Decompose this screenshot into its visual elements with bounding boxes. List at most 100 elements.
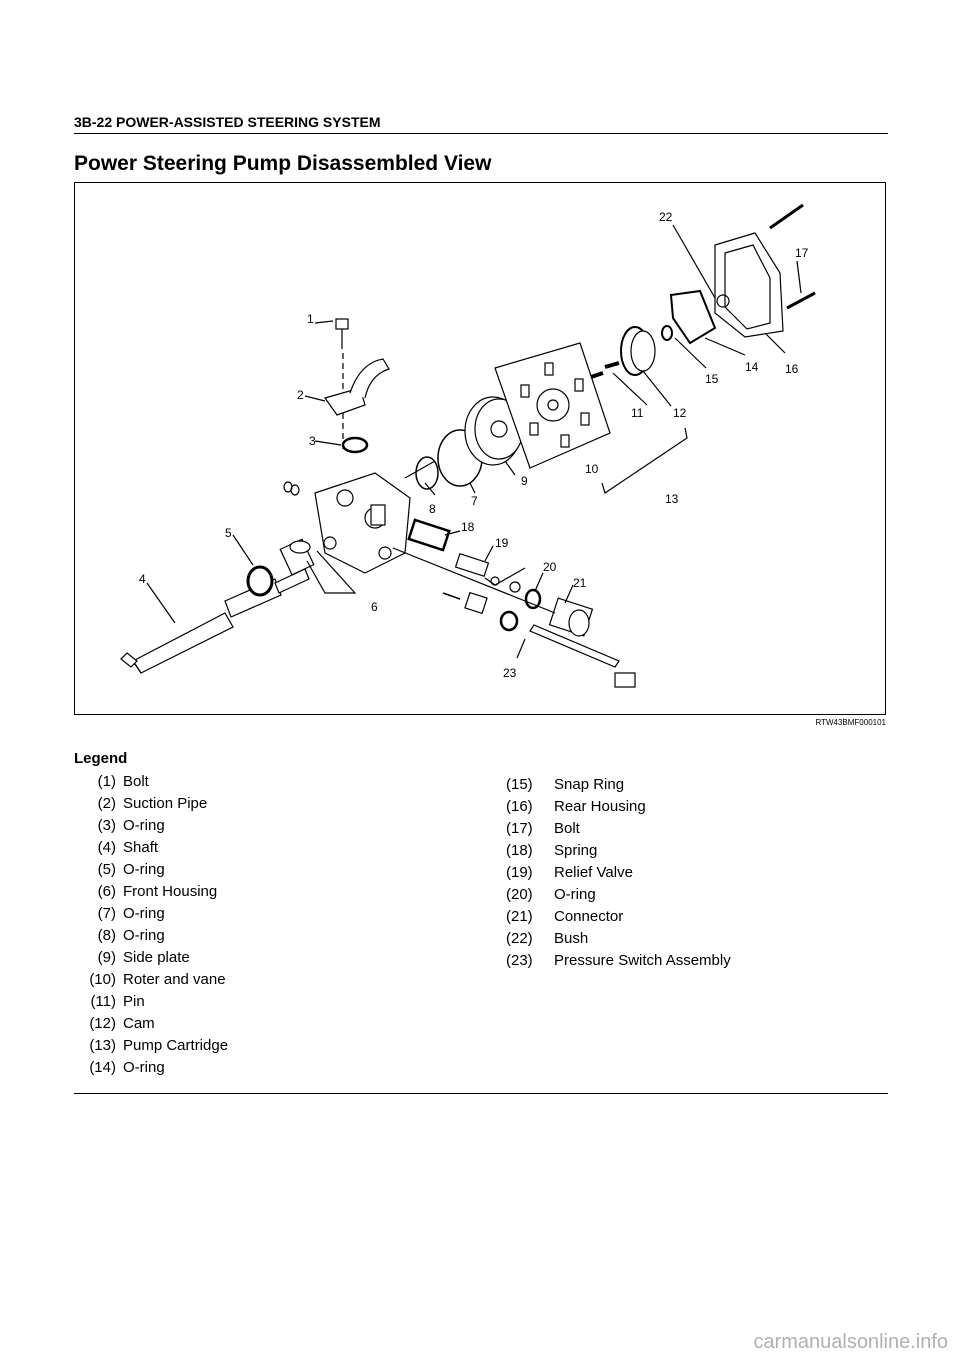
footer-divider <box>74 1093 888 1094</box>
watermark: carmanualsonline.info <box>753 1331 948 1353</box>
legend-item: (5) O-ring <box>74 859 324 881</box>
legend-item-number: (22) <box>506 930 533 947</box>
pin-part <box>604 361 620 369</box>
legend-item-number: (21) <box>506 908 533 925</box>
legend-item-number: (2) <box>97 795 116 812</box>
legend-item: (7)O-ring <box>74 903 324 925</box>
callout-8: 8 <box>429 502 436 516</box>
legend-item: (4) Shaft <box>74 837 324 859</box>
legend-item-number: (7) <box>97 905 116 922</box>
bolt-1-part <box>335 318 349 349</box>
shaft-part <box>120 568 310 674</box>
callout-5: 5 <box>225 526 232 540</box>
oring-8-part <box>415 456 439 490</box>
legend-item: (14) O-ring <box>74 1057 324 1079</box>
legend-item-label: O-ring <box>554 886 596 903</box>
header-divider <box>74 133 888 134</box>
callout-12: 12 <box>673 406 687 420</box>
oring-14-part <box>669 289 717 345</box>
callout-20: 20 <box>543 560 557 574</box>
callout-7: 7 <box>471 494 478 508</box>
cam-part <box>620 326 656 376</box>
legend-item-number: (23) <box>506 952 533 969</box>
callout-21: 21 <box>573 576 587 590</box>
figure-code: RTW43BMF000101 <box>815 718 886 727</box>
legend-item: (17)Bolt <box>506 818 846 840</box>
legend-item-label: O-ring <box>123 861 165 878</box>
callout-1: 1 <box>307 312 314 326</box>
legend-item-number: (20) <box>506 886 533 903</box>
legend-item: (13)Pump Cartridge <box>74 1035 324 1057</box>
suction-pipe-part <box>324 358 390 416</box>
legend-item: (21)Connector <box>506 906 846 928</box>
rear-housing-part <box>714 232 784 338</box>
snap-ring-part <box>661 325 673 341</box>
legend-item-label: O-ring <box>123 1059 165 1076</box>
legend-item-number: (12) <box>89 1015 116 1032</box>
legend-item-label: Pressure Switch Assembly <box>554 952 731 969</box>
legend-item: (12)Cam <box>74 1013 324 1035</box>
legend-item: (6) Front Housing <box>74 881 324 903</box>
legend-item: (15) Snap Ring <box>506 774 846 796</box>
callout-10: 10 <box>585 462 599 476</box>
dowel-part <box>290 484 300 496</box>
callout-17: 17 <box>795 246 809 260</box>
rotor-vane-part <box>494 342 611 469</box>
callout-23: 23 <box>503 666 517 680</box>
bolt-17-part <box>769 203 816 310</box>
legend-item-label: Rear Housing <box>554 798 646 815</box>
legend-item-number: (9) <box>97 949 116 966</box>
legend-item-number: (1) <box>97 773 116 790</box>
oring-20-part <box>524 588 542 610</box>
legend-item-number: (18) <box>506 842 533 859</box>
legend-title: Legend <box>74 750 128 767</box>
callout-9: 9 <box>521 474 528 488</box>
front-housing-part <box>314 472 411 574</box>
legend-item-number: (6) <box>97 883 116 900</box>
legend-right-column: (15)Snap Ring(16)Rear Housing(17)Bolt(18… <box>506 774 846 972</box>
legend-item-label: Relief Valve <box>554 864 633 881</box>
legend-item-label: Bush <box>554 930 589 947</box>
legend-item: (1) Bolt <box>74 771 324 793</box>
legend-item: (18) Spring <box>506 840 846 862</box>
legend-item-number: (17) <box>506 820 533 837</box>
legend-item-number: (5) <box>97 861 116 878</box>
legend-item-label: Front Housing <box>123 883 218 900</box>
connector-part <box>548 597 594 637</box>
relief-valve-part <box>454 552 521 593</box>
legend-item-number: (4) <box>97 839 116 856</box>
legend-item-number: (14) <box>89 1059 116 1076</box>
section-header: 3B-22 POWER-ASSISTED STEERING SYSTEM <box>74 114 381 130</box>
legend-item-label: Suction Pipe <box>123 795 208 812</box>
legend-item-number: (3) <box>97 817 116 834</box>
pin-part <box>590 371 604 379</box>
legend-item: (19)Relief Valve <box>506 862 846 884</box>
legend-left-column: (1)Bolt(2)Suction Pipe(3)O-ring(4)Shaft(… <box>74 771 324 1079</box>
callout-6: 6 <box>371 600 378 614</box>
legend-item: (2) Suction Pipe <box>74 793 324 815</box>
legend-item-number: (10) <box>89 971 116 988</box>
spring-part <box>407 518 451 552</box>
legend-item: (10) Roter and vane <box>74 969 324 991</box>
bush-part <box>279 538 315 576</box>
page-title: Power Steering Pump Disassembled View <box>74 152 492 175</box>
legend-item-label: Roter and vane <box>123 971 226 988</box>
pump-exploded-illustration: 1 2 3 4 5 6 7 8 9 10 11 12 13 14 15 16 1… <box>120 203 816 688</box>
legend-item-number: (15) <box>506 776 533 793</box>
exploded-diagram: 1 2 3 4 5 6 7 8 9 10 11 12 13 14 15 16 1… <box>74 182 886 715</box>
callout-2: 2 <box>297 388 304 402</box>
oring-5-part <box>246 565 274 597</box>
legend-item-label: Bolt <box>123 773 149 790</box>
legend-item-label: Spring <box>554 842 598 859</box>
legend-item: (20) O-ring <box>506 884 846 906</box>
callout-14: 14 <box>745 360 759 374</box>
legend-item: (3)O-ring <box>74 815 324 837</box>
legend-item: (16)Rear Housing <box>506 796 846 818</box>
legend-item: (23) Pressure Switch Assembly <box>506 950 846 972</box>
legend-item-number: (13) <box>89 1037 116 1054</box>
legend-item-label: Pin <box>123 993 145 1010</box>
legend-item-label: Snap Ring <box>554 776 625 793</box>
callout-18: 18 <box>461 520 475 534</box>
callout-19: 19 <box>495 536 509 550</box>
legend-item-label: Shaft <box>123 839 159 856</box>
